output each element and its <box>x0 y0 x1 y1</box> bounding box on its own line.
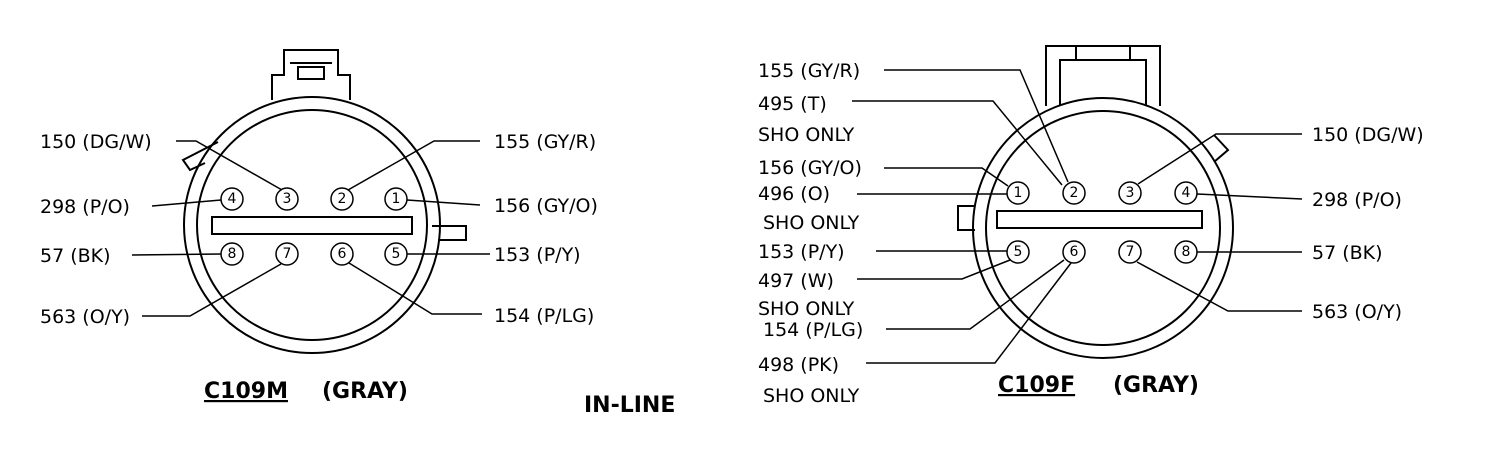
svg-text:4: 4 <box>1182 185 1191 201</box>
c109m-outer-shell <box>183 96 441 354</box>
c109m-label-pin2: 155 (GY/R) <box>494 131 596 153</box>
c109m-label-pin1: 156 (GY/O) <box>494 195 598 217</box>
c109f-label-495: 495 (T) <box>758 93 827 115</box>
c109m-pin-2: 2 <box>330 187 354 211</box>
c109m-leader-2 <box>347 140 480 191</box>
c109f-title: C109F <box>998 373 1075 398</box>
c109f-pin-3: 3 <box>1118 181 1142 205</box>
c109f-leader-563 <box>1136 261 1302 312</box>
c109f-outer-shell <box>972 97 1234 359</box>
c109f-leader-154 <box>886 259 1065 330</box>
svg-text:2: 2 <box>1070 185 1079 201</box>
c109m-pin-4: 4 <box>220 187 244 211</box>
c109f-label-pin4: 298 (P/O) <box>1312 189 1402 211</box>
c109m-pin-6: 6 <box>330 242 354 266</box>
svg-text:5: 5 <box>392 246 401 262</box>
c109f-label-pin3: 150 (DG/W) <box>1312 124 1424 146</box>
svg-text:7: 7 <box>1126 244 1135 260</box>
c109m-center-bar <box>211 216 413 235</box>
connector-c109m: 4 3 2 1 8 7 6 5 150 (DG/W) 298 (P/O) 57 … <box>40 49 598 404</box>
c109f-pin-4: 4 <box>1174 181 1198 205</box>
c109f-label-496: 496 (O) <box>758 183 830 205</box>
c109f-leader-498 <box>866 262 1072 364</box>
c109m-inner-shell <box>196 109 428 341</box>
c109f-note-497: SHO ONLY <box>758 298 855 320</box>
c109m-key-right <box>432 225 467 241</box>
svg-text:8: 8 <box>228 246 237 262</box>
c109m-label-pin5: 153 (P/Y) <box>494 244 581 266</box>
c109f-pin-7: 7 <box>1118 240 1142 264</box>
c109f-leader-495 <box>852 100 1063 186</box>
c109m-leader-1 <box>406 199 481 206</box>
c109m-title: C109M <box>204 379 288 404</box>
c109m-pin-1: 1 <box>384 187 408 211</box>
c109f-color: (GRAY) <box>1113 373 1199 398</box>
svg-text:6: 6 <box>1070 244 1079 260</box>
c109f-key-left <box>957 205 975 231</box>
c109m-leader-3 <box>176 140 283 191</box>
c109f-note-496: SHO ONLY <box>763 212 860 234</box>
c109f-label-498: 498 (PK) <box>758 354 839 376</box>
c109m-color: (GRAY) <box>322 379 408 404</box>
svg-text:6: 6 <box>338 246 347 262</box>
c109m-pin-3: 3 <box>275 187 299 211</box>
c109f-label-pin2: 155 (GY/R) <box>758 60 860 82</box>
c109m-pin-8: 8 <box>220 242 244 266</box>
c109f-note-495: SHO ONLY <box>758 124 855 146</box>
c109m-label-pin6: 154 (P/LG) <box>494 305 594 327</box>
c109m-pin-7: 7 <box>275 242 299 266</box>
c109f-leader-155 <box>884 69 1069 183</box>
c109m-leader-4 <box>151 199 222 207</box>
c109f-label-pin5: 153 (P/Y) <box>758 241 845 263</box>
c109f-label-pin6: 154 (P/LG) <box>763 319 863 341</box>
c109m-label-pin3: 150 (DG/W) <box>40 131 152 153</box>
c109m-leader-7 <box>142 263 282 317</box>
c109m-latch-tab <box>297 66 325 80</box>
c109m-label-pin7: 563 (O/Y) <box>40 306 130 328</box>
c109f-leader-150 <box>1137 133 1302 185</box>
c109f-pin-8: 8 <box>1174 240 1198 264</box>
c109f-label-pin8: 57 (BK) <box>1312 242 1383 264</box>
svg-text:1: 1 <box>1014 185 1023 201</box>
c109f-pin-2: 2 <box>1062 181 1086 205</box>
in-line-label: IN-LINE <box>584 393 675 418</box>
c109f-label-pin7: 563 (O/Y) <box>1312 301 1402 323</box>
connector-c109f: 1 2 3 4 5 6 7 8 155 (GY/R) 495 (T) SHO O… <box>758 45 1424 407</box>
c109m-key-left <box>181 141 219 172</box>
c109m-leader-6 <box>348 262 482 315</box>
c109m-label-pin8: 57 (BK) <box>40 245 111 267</box>
c109f-latch-inner <box>1059 59 1147 106</box>
svg-text:7: 7 <box>283 246 292 262</box>
c109f-pin-6: 6 <box>1062 240 1086 264</box>
svg-text:1: 1 <box>392 191 401 207</box>
c109m-leader-8 <box>131 253 222 256</box>
c109f-key-right <box>1213 134 1230 163</box>
c109m-latch-housing <box>271 49 351 100</box>
svg-text:3: 3 <box>1126 185 1135 201</box>
c109f-inner-shell <box>985 110 1221 346</box>
svg-text:5: 5 <box>1014 244 1023 260</box>
c109f-leader-497 <box>857 259 1011 280</box>
c109f-label-pin1: 156 (GY/O) <box>758 157 862 179</box>
c109f-pin-1: 1 <box>1006 181 1030 205</box>
c109f-center-bar <box>996 210 1203 229</box>
svg-text:2: 2 <box>338 191 347 207</box>
svg-text:3: 3 <box>283 191 292 207</box>
c109f-latch-housing <box>1045 45 1161 106</box>
c109f-leader-156 <box>884 167 1009 187</box>
c109f-pin-5: 5 <box>1006 240 1030 264</box>
c109m-label-pin4: 298 (P/O) <box>40 196 130 218</box>
svg-text:8: 8 <box>1182 244 1191 260</box>
c109f-note-498: SHO ONLY <box>763 385 860 407</box>
c109m-pin-5: 5 <box>384 242 408 266</box>
c109f-label-497: 497 (W) <box>758 270 834 292</box>
svg-text:4: 4 <box>228 191 237 207</box>
c109f-leader-298 <box>1196 193 1303 200</box>
